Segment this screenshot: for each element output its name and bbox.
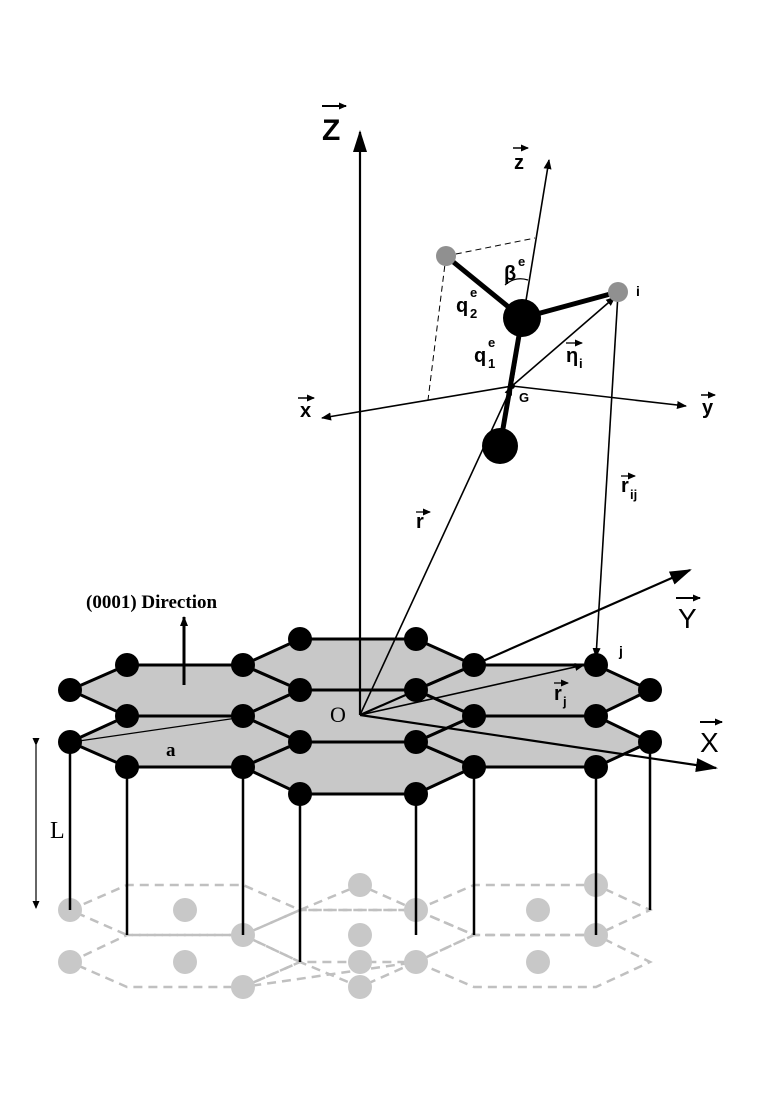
- interlayer-posts: [68, 742, 652, 962]
- eta-label: η: [566, 345, 578, 367]
- bottom-atom: [526, 898, 550, 922]
- q2-subscript: 2: [470, 306, 477, 321]
- molecule-atom-center: [503, 299, 541, 337]
- a-lattice-line: [71, 716, 245, 743]
- top-atom: [58, 678, 82, 702]
- mol-y-axis: [511, 385, 687, 409]
- top-atom: [462, 704, 486, 728]
- top-atom: [638, 730, 662, 754]
- q2-superscript: e: [470, 285, 477, 300]
- bottom-atom: [173, 898, 197, 922]
- j-label: j: [618, 643, 623, 659]
- q1-label: q: [474, 345, 486, 367]
- top-atom: [584, 653, 608, 677]
- top-atom: [58, 730, 82, 754]
- y-axis-line: [359, 568, 692, 717]
- bottom-graphene-layer: [58, 873, 653, 999]
- adsorbate-atom-i: [608, 282, 628, 302]
- top-atom: [231, 704, 255, 728]
- top-atom: [231, 653, 255, 677]
- q1-superscript: e: [488, 335, 495, 350]
- adsorbate-atom-q2: [436, 246, 456, 266]
- origin-label: O: [330, 702, 346, 727]
- bottom-atom: [58, 950, 82, 974]
- bottom-atom: [404, 950, 428, 974]
- bottom-atom: [348, 873, 372, 897]
- rj-vector: [359, 663, 585, 716]
- top-atom: [404, 730, 428, 754]
- rij-label: r: [621, 475, 629, 497]
- center-of-mass-G: [509, 383, 515, 389]
- top-atom: [288, 782, 312, 806]
- projection-line-left: [427, 255, 447, 401]
- top-atom: [288, 678, 312, 702]
- rij-subscript: ij: [630, 487, 637, 502]
- x-axis-label: X: [700, 727, 719, 758]
- top-atom: [115, 704, 139, 728]
- beta-label: β: [504, 263, 516, 285]
- top-atom: [462, 755, 486, 779]
- l-label: L: [50, 818, 65, 844]
- r-label: r: [416, 511, 424, 533]
- top-atom: [584, 755, 608, 779]
- top-atom: [115, 653, 139, 677]
- top-atom: [638, 678, 662, 702]
- top-atom: [404, 782, 428, 806]
- g-label: G: [519, 390, 529, 405]
- top-atom: [288, 627, 312, 651]
- direction-label: (0001) Direction: [86, 592, 217, 613]
- bottom-atom: [348, 975, 372, 999]
- i-label: i: [636, 283, 640, 299]
- bottom-atom: [231, 975, 255, 999]
- eta-subscript: i: [579, 356, 583, 371]
- mol-x-label: x: [300, 400, 311, 422]
- x-axis-line: [359, 713, 718, 772]
- rij-vector: [592, 293, 619, 658]
- y-axis-label: Y: [678, 603, 697, 634]
- q2-label: q: [456, 295, 468, 317]
- projection-line-top: [445, 237, 536, 257]
- mol-z-label: z: [514, 152, 524, 174]
- a-label: a: [166, 740, 176, 761]
- bottom-atom: [348, 950, 372, 974]
- mol-x-axis: [321, 385, 513, 421]
- bottom-bond: [299, 883, 417, 912]
- rj-subscript: j: [562, 694, 567, 709]
- top-atom: [288, 730, 312, 754]
- mol-y-label: y: [702, 397, 714, 419]
- top-atom: [231, 755, 255, 779]
- top-atom: [584, 704, 608, 728]
- top-atom: [404, 627, 428, 651]
- top-atom: [115, 755, 139, 779]
- bottom-atom: [526, 950, 550, 974]
- beta-angle-arc: [504, 278, 529, 286]
- rj-label: r: [554, 683, 562, 705]
- beta-superscript: e: [518, 254, 525, 269]
- q1-subscript: 1: [488, 356, 495, 371]
- z-axis-label: Z: [322, 114, 340, 147]
- molecule-axis-bond: [497, 317, 525, 447]
- bottom-atom: [348, 923, 372, 947]
- eta-vector: [511, 296, 616, 387]
- bottom-atom: [173, 950, 197, 974]
- molecule-atom-lower: [482, 428, 518, 464]
